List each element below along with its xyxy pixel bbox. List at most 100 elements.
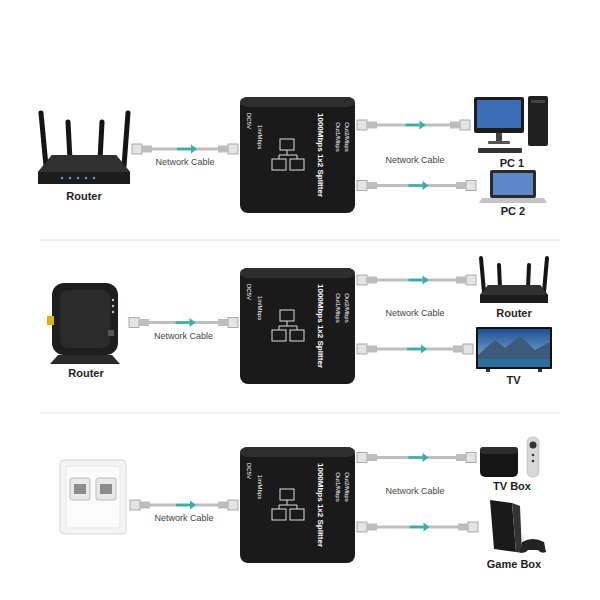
port-label: DC5V [246, 113, 252, 129]
box-top [480, 447, 518, 454]
device-label: PC 1 [500, 157, 524, 169]
keyboard [478, 148, 522, 153]
network-cable [132, 144, 238, 154]
separator-line [40, 240, 560, 241]
splitter-box: 1000Mbps 1x2 Splitter DC5V 1in/Mbps Out1/Mb… [240, 447, 355, 563]
arrow-head [190, 318, 196, 327]
socket-face [66, 466, 120, 528]
router-body [480, 285, 548, 303]
wall-socket [60, 460, 126, 534]
port-label: DC5V [246, 463, 252, 479]
socket-jack [96, 478, 116, 500]
port-label: Out2/Mbps [344, 472, 350, 501]
router-top [38, 155, 130, 172]
arrow-shaft [406, 124, 420, 127]
socket-jack [70, 478, 90, 500]
port-link [279, 500, 297, 509]
led [112, 299, 114, 301]
splitter-body [240, 97, 355, 213]
device-label: Router [68, 367, 103, 379]
plug-head [130, 500, 140, 510]
port-icon [290, 509, 304, 520]
modem-port [108, 330, 114, 336]
plug-boot [139, 319, 149, 326]
plug-boot [142, 146, 152, 153]
plug-head [466, 181, 476, 191]
device-label: PC 2 [501, 205, 525, 217]
plug-head [228, 318, 238, 328]
plug-boot [456, 454, 466, 461]
device-node: TV Box [478, 437, 546, 478]
splitter-title: 1000Mbps 1x2 Splitter [316, 113, 324, 197]
plug-boot [367, 454, 377, 461]
cable-label: Network Cable [152, 514, 215, 524]
device-label: TV [506, 374, 520, 386]
arrow-shaft [407, 348, 421, 351]
plug-boot [140, 502, 150, 509]
device-node: Game Box [480, 498, 548, 556]
water [478, 359, 550, 367]
desktop-pc-icon [474, 96, 548, 153]
port-label: 1in/Mbps [257, 475, 263, 499]
network-cable [129, 318, 238, 328]
screen [477, 100, 521, 128]
remote [527, 437, 539, 477]
port-icon [272, 159, 286, 170]
plug-boot [367, 182, 377, 189]
plug-head [357, 453, 367, 463]
arrow-head [420, 121, 426, 130]
modem-panel [60, 290, 110, 348]
antenna [481, 258, 484, 292]
plug-boot [218, 319, 228, 326]
plug-boot [450, 122, 460, 129]
router-icon [480, 258, 548, 303]
arrow-shaft [409, 456, 423, 459]
splitter-box: 1000Mbps 1x2 SplitterDC5V1in/MbpsOut1/Mb… [240, 268, 355, 384]
housing [240, 447, 355, 563]
cable-label: Network Cable [153, 158, 216, 168]
device-label: TV Box [493, 480, 531, 492]
housing [240, 97, 355, 213]
network-cable [357, 181, 476, 191]
tv-screen [478, 329, 550, 367]
arrow-shaft [409, 184, 423, 187]
console-body [490, 500, 516, 552]
device-label: Game Box [487, 558, 541, 570]
separator-line [40, 413, 560, 414]
device-node: Router [38, 110, 130, 188]
port-label: 1in/Mbps [257, 125, 263, 149]
port-label: DC5V [246, 284, 252, 300]
tv-foot [538, 369, 542, 372]
monitor [474, 97, 524, 133]
plug-boot [367, 524, 377, 531]
plug-head [357, 344, 367, 354]
housing [240, 268, 355, 384]
network-cable [357, 344, 473, 354]
port-link [279, 150, 297, 159]
modem-icon [47, 283, 120, 364]
port-icon [290, 330, 304, 341]
arrow-head [424, 523, 430, 532]
arrow-shaft [410, 526, 424, 529]
tv-foot [486, 369, 490, 372]
plug-head [129, 318, 139, 328]
plug-head [466, 275, 476, 285]
plug-head [357, 181, 367, 191]
tv-frame [476, 327, 552, 369]
device-node: Router [478, 255, 550, 305]
antenna [124, 113, 128, 166]
plug-head [466, 453, 476, 463]
router-body [38, 155, 130, 184]
led [93, 177, 95, 179]
plug-head [357, 120, 367, 130]
arrow-shaft [176, 321, 190, 324]
antenna [528, 265, 529, 288]
splitter-title: 1000Mbps 1x2 Splitter [316, 463, 324, 547]
led [85, 177, 87, 179]
device-node: Router [45, 280, 127, 365]
port-label: Out1/Mbps [335, 472, 341, 501]
pc-tower [528, 96, 548, 146]
plug-boot [456, 277, 466, 284]
antenna [499, 265, 500, 288]
